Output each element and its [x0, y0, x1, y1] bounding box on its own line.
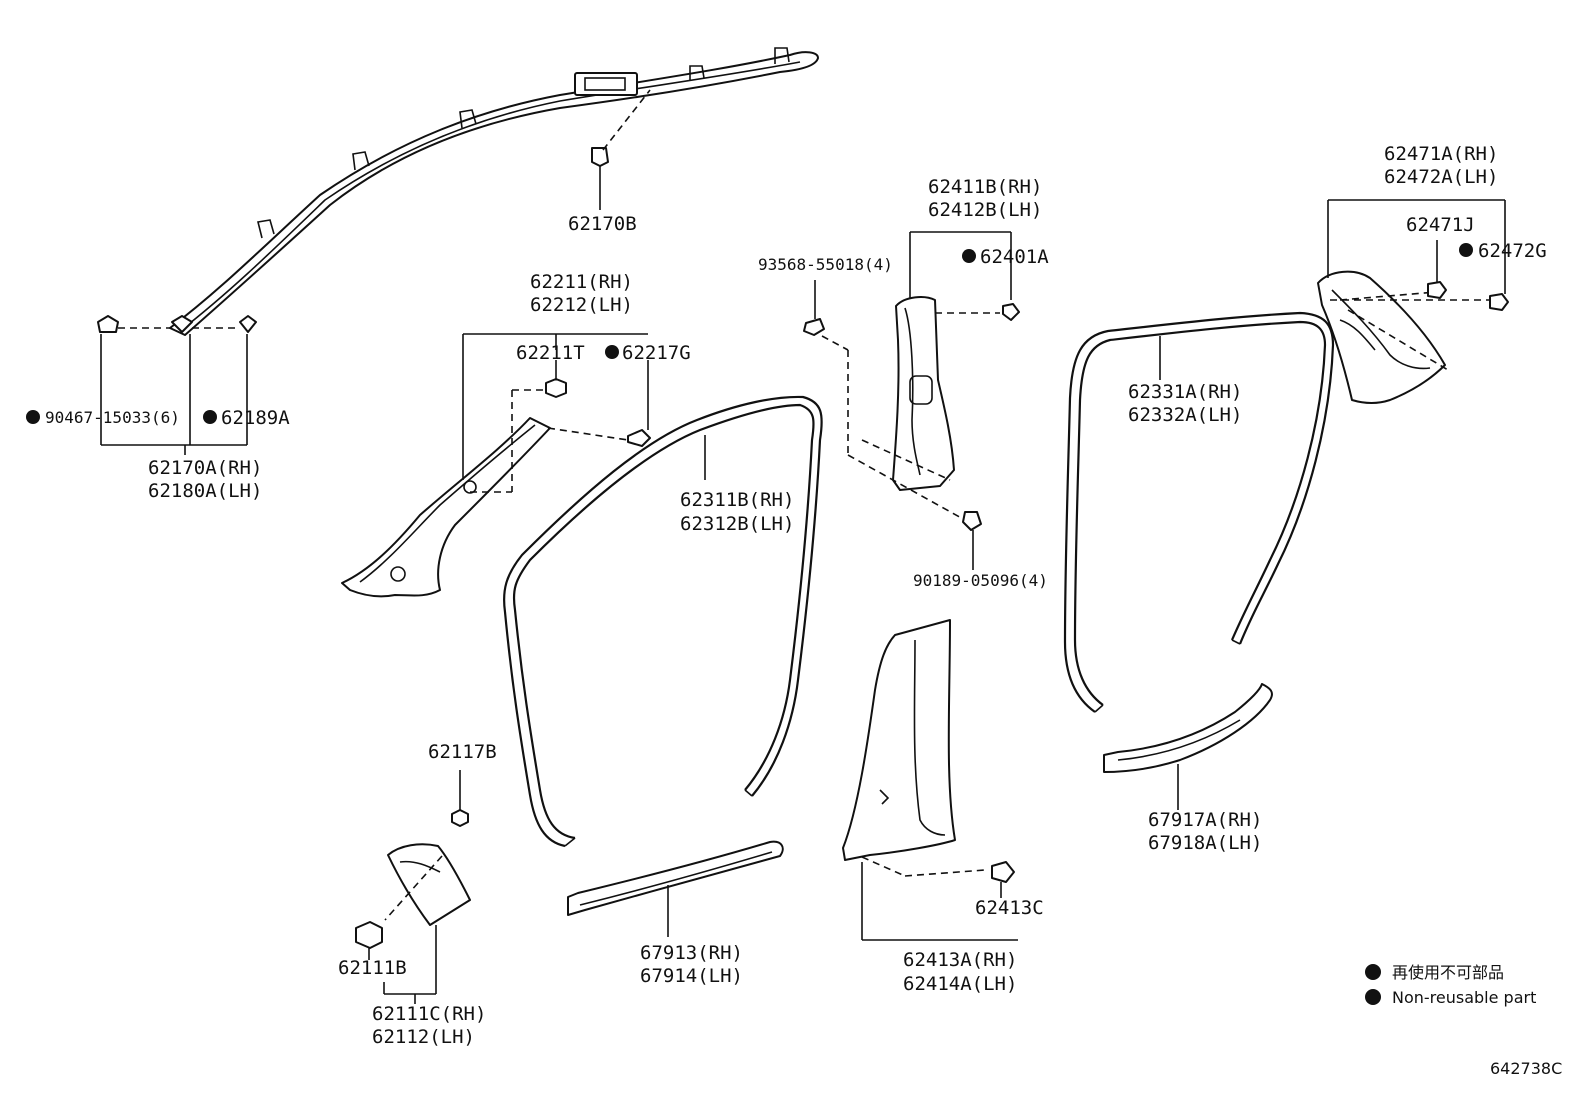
front-pillar-garnish [341, 417, 551, 598]
label-62332a: 62332A(LH) [1128, 404, 1242, 426]
label-93568-55018: 93568-55018(4) [758, 255, 893, 274]
label-62472a: 62472A(LH) [1384, 166, 1498, 188]
label-62331a: 62331A(RH) [1128, 381, 1242, 403]
legend-text-en: Non-reusable part [1392, 988, 1536, 1007]
legend-text-ja: 再使用不可部品 [1392, 963, 1504, 982]
label-62413c: 62413C [975, 897, 1044, 919]
label-62170a: 62170A(RH) [148, 457, 262, 479]
diagram-code: 642738C [1490, 1059, 1562, 1078]
label-62111c: 62111C(RH) [372, 1003, 486, 1025]
legend: 再使用不可部品 Non-reusable part [1365, 963, 1536, 1007]
center-pillar-clips [803, 231, 1020, 570]
non-reusable-dot [605, 345, 619, 359]
front-door-weatherstrip [503, 395, 823, 848]
legend-dot-en [1365, 989, 1381, 1005]
label-90467-15033: 90467-15033(6) [45, 408, 180, 427]
non-reusable-dot [962, 249, 976, 263]
label-67918a: 67918A(LH) [1148, 832, 1262, 854]
label-62180a: 62180A(LH) [148, 480, 262, 502]
label-62471j: 62471J [1406, 214, 1475, 236]
center-pillar-upper-garnish [892, 296, 1000, 491]
label-62211: 62211(RH) [530, 271, 633, 293]
label-67913: 67913(RH) [640, 942, 743, 964]
roof-side-airbag-rail [169, 47, 819, 336]
label-62117b: 62117B [428, 741, 497, 763]
label-62212: 62212(LH) [530, 294, 633, 316]
rear-door-weatherstrip [1063, 311, 1335, 713]
non-reusable-dot [203, 410, 217, 424]
front-door-scuff-plate [567, 840, 784, 937]
label-62471a: 62471A(RH) [1384, 143, 1498, 165]
label-62414a: 62414A(LH) [903, 973, 1017, 995]
label-62112: 62112(LH) [372, 1026, 475, 1048]
label-62401a: 62401A [980, 246, 1049, 268]
cowl-side-trim [355, 770, 471, 1004]
label-62312b: 62312B(LH) [680, 513, 794, 535]
label-62111b: 62111B [338, 957, 407, 979]
legend-dot-ja [1365, 964, 1381, 980]
non-reusable-dot [1459, 243, 1473, 257]
label-62472g: 62472G [1478, 240, 1547, 262]
center-pillar-lower-garnish [842, 619, 1018, 941]
non-reusable-dot [26, 410, 40, 424]
clip-62170b [591, 89, 651, 210]
label-62170b: 62170B [568, 213, 637, 235]
roof-rail-clips [97, 315, 257, 455]
label-62211t: 62211T [516, 342, 585, 364]
label-90189-05096: 90189-05096(4) [913, 571, 1048, 590]
label-62217g: 62217G [622, 342, 691, 364]
rear-quarter-garnish [1317, 199, 1509, 404]
label-62189a: 62189A [221, 407, 290, 429]
label-67914: 67914(LH) [640, 965, 743, 987]
front-pillar-clips [462, 333, 651, 493]
label-62411b: 62411B(RH) [928, 176, 1042, 198]
label-62413a: 62413A(RH) [903, 949, 1017, 971]
rear-door-scuff-plate [1103, 683, 1273, 810]
label-62311b: 62311B(RH) [680, 489, 794, 511]
label-62412b: 62412B(LH) [928, 199, 1042, 221]
label-67917a: 67917A(RH) [1148, 809, 1262, 831]
